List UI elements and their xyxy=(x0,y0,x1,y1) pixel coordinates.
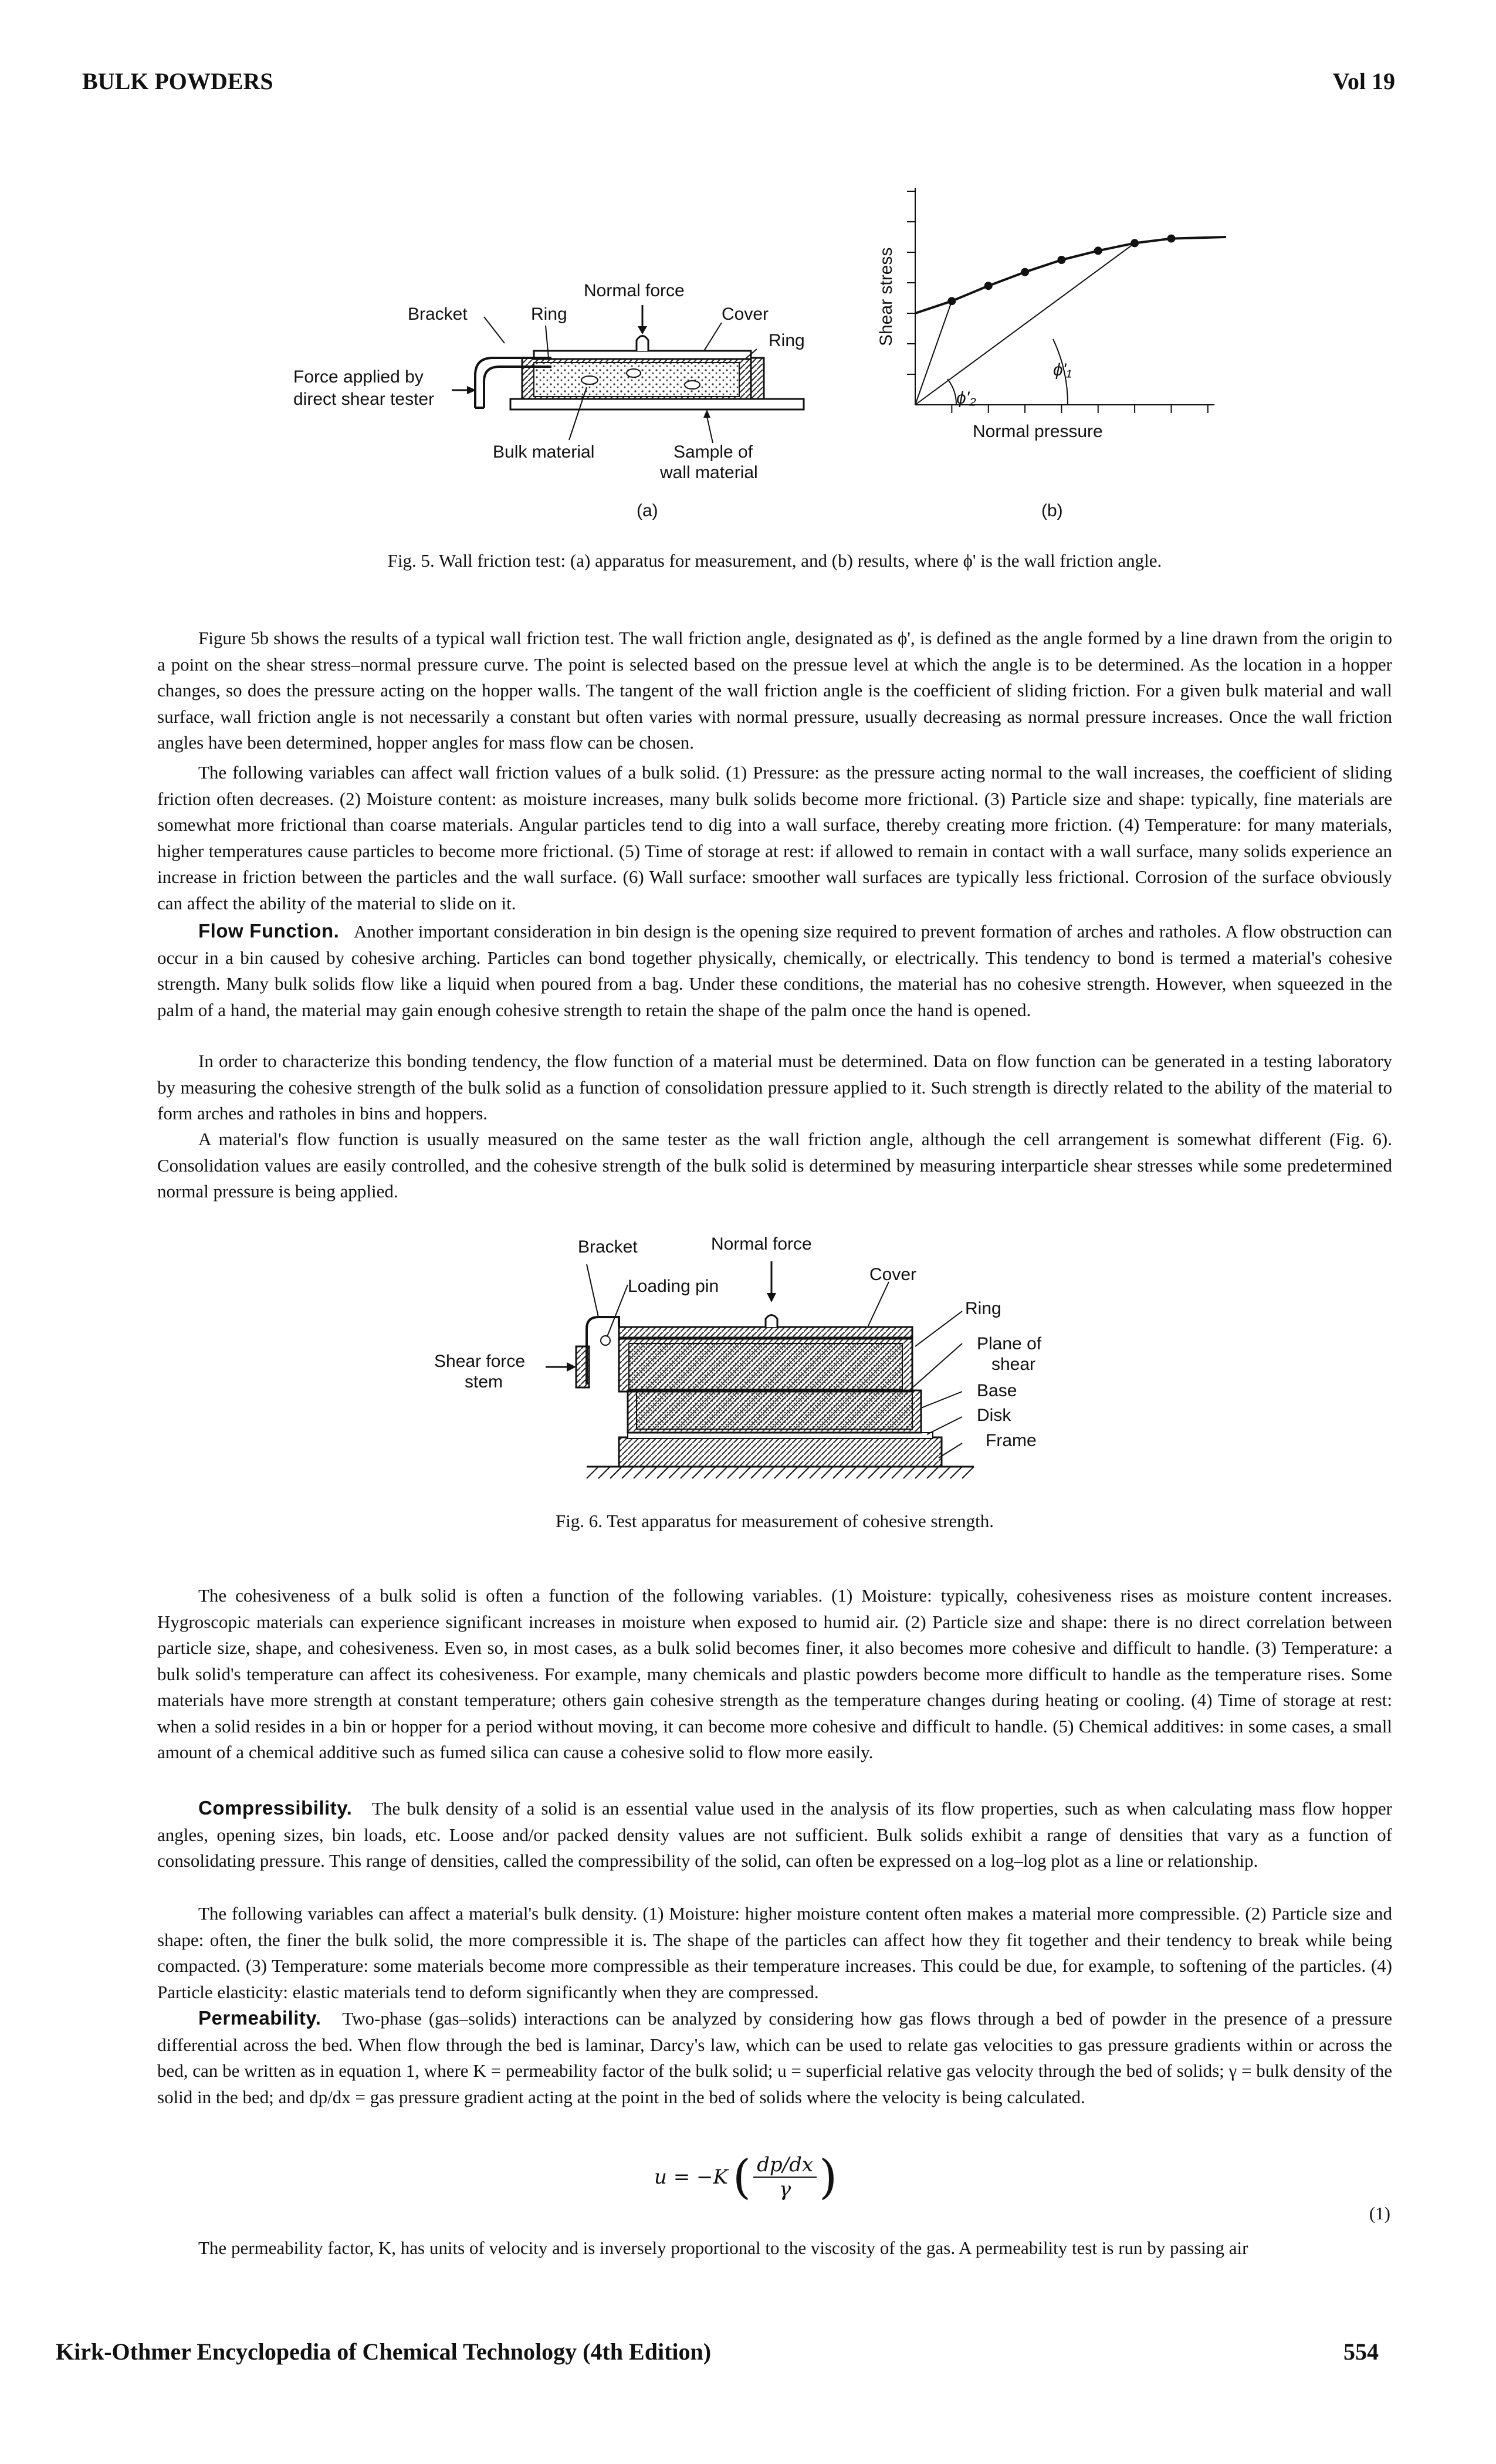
data-point xyxy=(1167,234,1176,243)
fig6-cover-label: Cover xyxy=(869,1265,916,1284)
angle-line-1 xyxy=(915,242,1135,405)
fig6-caption: Fig. 6. Test apparatus for measurement o… xyxy=(555,1511,994,1531)
data-point xyxy=(947,297,956,306)
fig5b-axes xyxy=(907,188,1214,413)
equation-lhs: u = −K xyxy=(654,2165,728,2189)
fig5a-ring-left-label: Ring xyxy=(531,304,567,324)
data-point xyxy=(1131,239,1139,248)
data-point xyxy=(984,282,993,290)
paragraph-3: Flow Function. Another important conside… xyxy=(157,920,1392,1020)
data-point xyxy=(1057,256,1066,264)
fig5a-ring-right-label: Ring xyxy=(769,331,805,350)
fig5b-phi2-label: ϕ'₂ xyxy=(956,388,976,408)
fig5b-tag: (b) xyxy=(1041,501,1063,520)
equation-denominator: γ xyxy=(779,2178,791,2201)
footer-page-number: 554 xyxy=(1343,2338,1379,2365)
fig6-bracket-label: Bracket xyxy=(578,1237,638,1257)
flow-function-heading: Flow Function. xyxy=(198,920,340,942)
fig5a-apparatus-diagram: Bracket Ring Normal force Cover Ring For… xyxy=(293,281,805,520)
paragraph-8: The following variables can affect a mat… xyxy=(157,1903,1392,2002)
fig6-loading-pin-label: Loading pin xyxy=(628,1277,719,1296)
permeability-heading: Permeability. xyxy=(198,2007,321,2029)
equation-left-paren: ( xyxy=(732,2150,752,2204)
equation-numerator: dp/dx xyxy=(753,2153,817,2178)
fig6-ring-label: Ring xyxy=(965,1299,1001,1318)
fig5b-ylabel: Shear stress xyxy=(876,248,896,346)
fig6-ground-hatch xyxy=(586,1466,974,1479)
equation-number: (1) xyxy=(1369,2203,1390,2223)
angle-arc-1 xyxy=(1052,339,1069,405)
fig5a-tag: (a) xyxy=(637,501,658,520)
fig5a-cover-label: Cover xyxy=(722,304,769,324)
paragraph-5: A material's flow function is usually me… xyxy=(157,1129,1392,1201)
fig5a-bracket-label: Bracket xyxy=(408,304,468,324)
fig5b-xlabel: Normal pressure xyxy=(973,422,1103,441)
equation-1: u = −K ( dp/dx γ ) xyxy=(654,2153,837,2201)
fig6-disk-label: Disk xyxy=(977,1406,1011,1425)
fig6-normal-force-label: Normal force xyxy=(711,1234,812,1254)
fitted-curve xyxy=(915,236,1226,314)
paragraph-6: The cohesiveness of a bulk solid is ofte… xyxy=(157,1585,1392,1762)
paragraph-7: Compressibility. The bulk density of a s… xyxy=(157,1797,1392,1871)
fig5b-points xyxy=(947,234,1176,306)
data-point xyxy=(1021,268,1030,276)
fig5a-force-label-1: Force applied by xyxy=(293,367,424,387)
equation-right-paren: ) xyxy=(819,2150,838,2204)
equation-fraction: dp/dx γ xyxy=(753,2153,817,2201)
fig5a-sample-label-1: Sample of xyxy=(673,442,753,462)
fig5b-phi1-label: ϕ'₁ xyxy=(1053,360,1072,380)
paragraph-2: The following variables can affect wall … xyxy=(157,762,1392,913)
fig5-caption: Fig. 5. Wall friction test: (a) apparatu… xyxy=(387,550,1162,571)
paragraph-1: Figure 5b shows the results of a typical… xyxy=(157,628,1392,753)
fig6-plane-label-2: shear xyxy=(991,1355,1035,1374)
fig6-shear-label-1: Shear force xyxy=(434,1352,525,1371)
fig6-shear-label-2: stem xyxy=(465,1372,503,1392)
paragraph-10: The permeability factor, K, has units of… xyxy=(198,2238,1248,2258)
fig6-base-label: Base xyxy=(977,1381,1017,1400)
angle-line-2 xyxy=(915,300,953,405)
compressibility-heading: Compressibility. xyxy=(198,1797,353,1819)
fig6-apparatus-diagram: Bracket Normal force Loading pin Cover R… xyxy=(434,1234,1042,1479)
running-header-volume: Vol 19 xyxy=(1332,68,1395,94)
fig5b-angle-lines xyxy=(915,236,1226,405)
fig5a-sample-label-2: wall material xyxy=(659,463,758,482)
fig6-frame-label: Frame xyxy=(986,1431,1037,1450)
running-header-title: BULK POWDERS xyxy=(82,68,273,94)
fig5a-bulk-material-label: Bulk material xyxy=(493,442,594,462)
fig5b-chart: Shear stress Normal pressure ϕ'₁ ϕ'₂ (b) xyxy=(876,188,1226,520)
footer-title: Kirk-Othmer Encyclopedia of Chemical Tec… xyxy=(56,2338,712,2365)
fig5a-normal-force-label: Normal force xyxy=(584,281,685,300)
fig5a-force-label-2: direct shear tester xyxy=(293,390,434,409)
fig6-plane-label-1: Plane of xyxy=(977,1334,1042,1353)
angle-arc-2 xyxy=(947,378,957,405)
data-point xyxy=(1094,246,1102,255)
paragraph-4: In order to characterize this bonding te… xyxy=(157,1051,1392,1123)
paragraph-9: Permeability. Two-phase (gas–solids) int… xyxy=(157,2007,1392,2107)
